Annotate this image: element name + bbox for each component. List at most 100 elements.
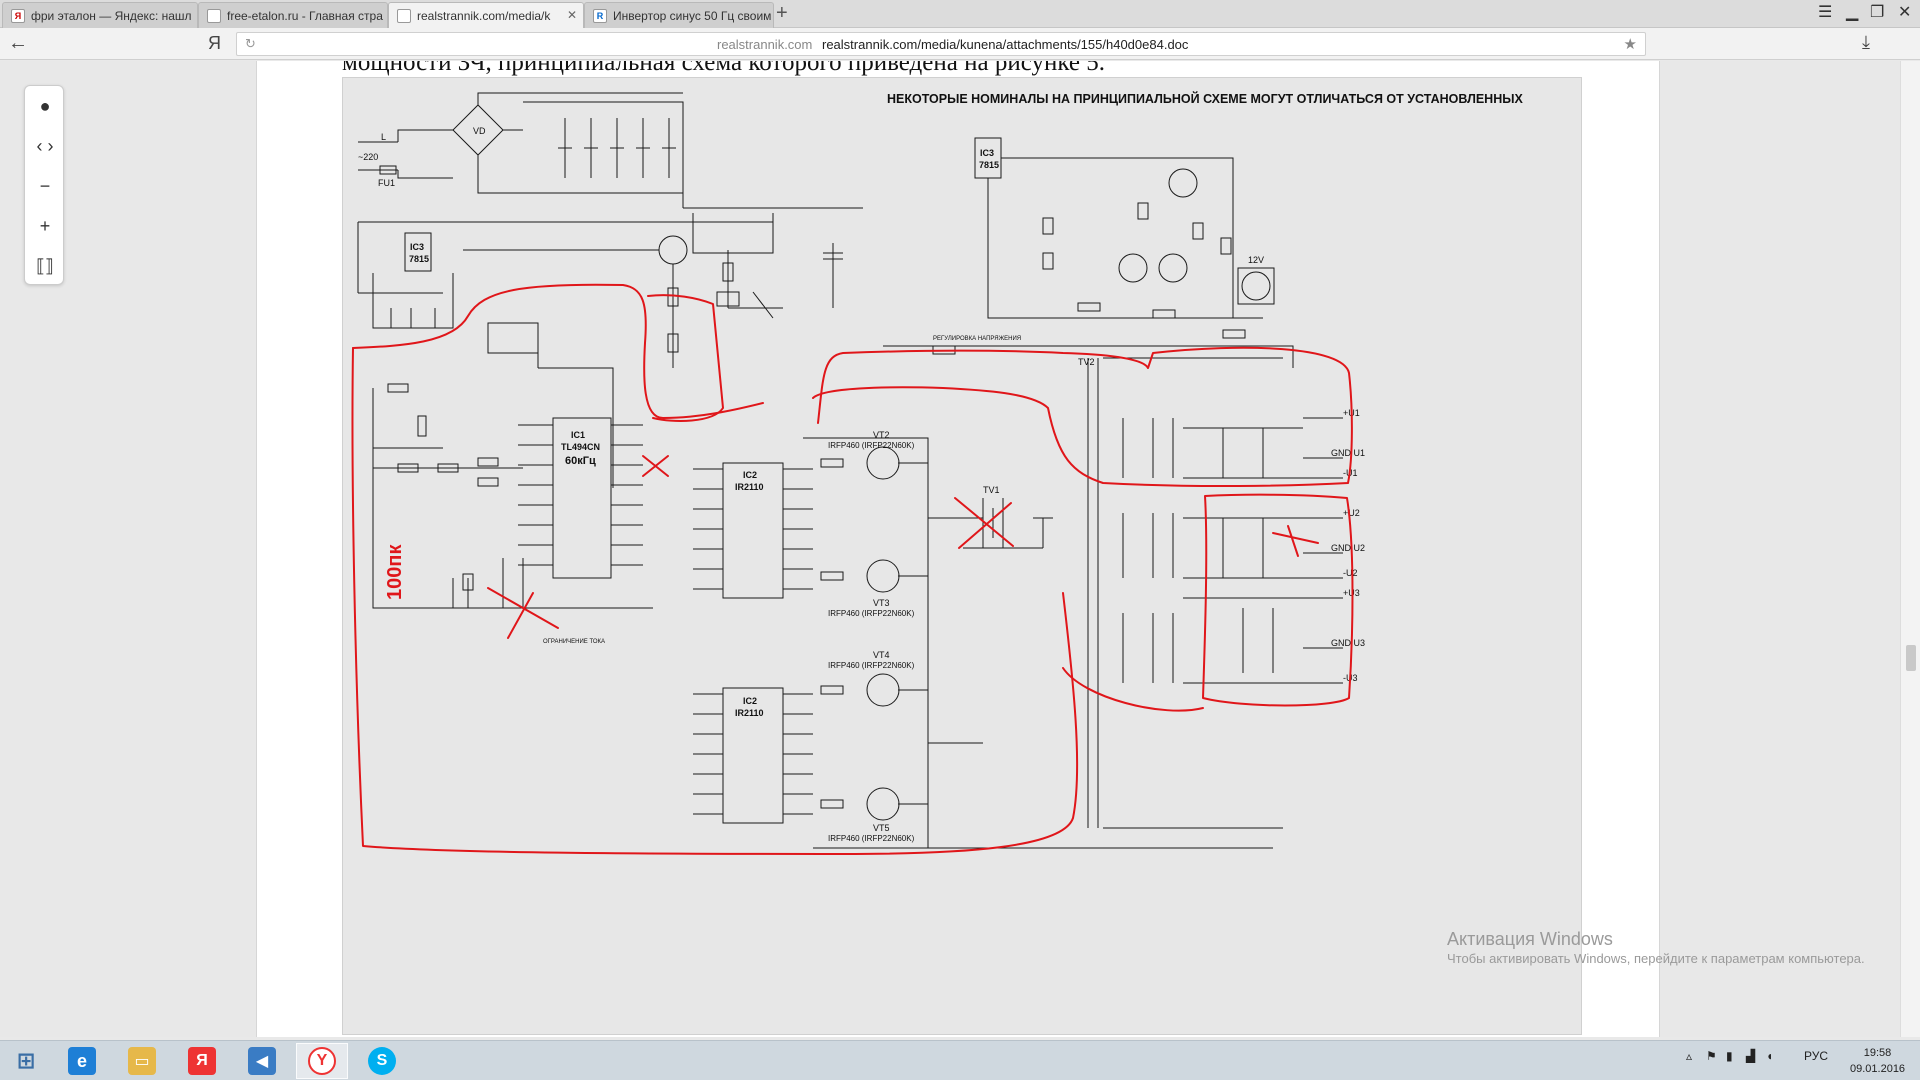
handwritten-note: 100пк — [384, 544, 406, 600]
bookmark-star-icon[interactable]: ★ — [1623, 36, 1637, 53]
nav-arrows-icon[interactable]: ‹ › — [36, 136, 54, 156]
clock-time: 19:58 — [1863, 1047, 1892, 1059]
document-heading: мощности ЗЧ, принципиальная схема которо… — [342, 61, 1105, 76]
taskbar-ie[interactable]: e — [56, 1043, 108, 1079]
zoom-out-icon[interactable]: − — [39, 176, 51, 196]
back-arrow-icon[interactable]: ← — [8, 32, 28, 54]
tab-label: realstrannik.com/media/k — [417, 8, 551, 23]
label-vt2-part: IRFP460 (IRFP22N60K) — [828, 441, 915, 450]
maximize-icon[interactable]: ❐ — [1870, 4, 1885, 21]
tab-bar: Я фри эталон — Яндекс: нашл free-etalon.… — [0, 0, 1920, 28]
label-out2-plus: +U2 — [1343, 508, 1360, 518]
volume-icon[interactable]: ◖ — [1766, 1049, 1774, 1063]
label-bridge: VD — [473, 126, 486, 136]
label-vt5: VT5 — [873, 823, 890, 833]
network-icon[interactable]: ▟ — [1746, 1049, 1756, 1063]
download-icon[interactable]: ⤓ — [1862, 32, 1870, 52]
skype-icon: S — [368, 1047, 396, 1075]
url-text[interactable]: realstrannik.com/media/kunena/attachment… — [822, 37, 1189, 52]
clock-date: 09.01.2016 — [1850, 1063, 1906, 1075]
label-vt4-part: IRFP460 (IRFP22N60K) — [828, 661, 915, 670]
minimize-icon[interactable]: ▁ — [1846, 4, 1859, 21]
page-favicon-icon — [397, 8, 411, 23]
yandex-icon: Я — [188, 1047, 216, 1075]
language-indicator[interactable]: РУС — [1804, 1049, 1829, 1063]
label-ic1: IC1 — [571, 430, 585, 440]
tray-arrow-icon[interactable]: ▵ — [1686, 1049, 1693, 1063]
viewer-toolbar: ● ‹ › − + ⟦⟧ — [24, 85, 64, 285]
label-ic3-right: IC3 — [980, 148, 994, 158]
label-vt3: VT3 — [873, 598, 890, 608]
tab-label: free-etalon.ru - Главная стра — [227, 8, 383, 23]
label-ic2-bot: IC2 — [743, 696, 757, 706]
label-tv1: TV1 — [983, 485, 1000, 495]
reload-icon[interactable]: ↻ — [245, 36, 256, 51]
circuit-schematic: НЕКОТОРЫЕ НОМИНАЛЫ НА ПРИНЦИПИАЛЬНОЙ СХЕ… — [342, 77, 1582, 1035]
label-ic1-freq: 60кГц — [565, 455, 596, 467]
address-bar: ← Я ↻ realstrannik.com realstrannik.com/… — [0, 28, 1920, 60]
yandex-logo-icon[interactable]: Я — [208, 33, 221, 53]
label-ic3-left: IC3 — [410, 242, 424, 252]
label-ic1-part: TL494CN — [561, 442, 600, 452]
label-ic2-top: IC2 — [743, 470, 757, 480]
tray-flag-icon[interactable]: ⚑ — [1706, 1049, 1717, 1063]
label-ic2-bot-part: IR2110 — [735, 708, 764, 718]
label-fan: 12V — [1248, 255, 1264, 265]
taskbar-yandex[interactable]: Я — [176, 1043, 228, 1079]
label-ic3-right-part: 7815 — [979, 160, 999, 170]
site-favicon-icon: R — [593, 8, 607, 23]
new-tab-icon[interactable]: + — [776, 2, 788, 24]
tab-free-etalon[interactable]: free-etalon.ru - Главная стра — [198, 2, 388, 28]
fit-icon[interactable]: ⟦⟧ — [36, 256, 54, 276]
battery-icon[interactable]: ▮ — [1726, 1049, 1733, 1063]
label-fuse: FU1 — [378, 178, 395, 188]
windows-activation-watermark: Активация Windows Чтобы активировать Win… — [1447, 929, 1867, 968]
watermark-title: Активация Windows — [1447, 929, 1613, 949]
label-vt5-part: IRFP460 (IRFP22N60K) — [828, 834, 915, 843]
start-button[interactable]: ⊞ — [0, 1043, 52, 1079]
vertical-scrollbar[interactable] — [1900, 61, 1920, 1037]
schematic-drawing: ~220 FU1 L VD IC3 7815 IC3 7815 IC1 TL49… — [351, 92, 1365, 855]
label-out3-plus: +U3 — [1343, 588, 1360, 598]
taskbar-explorer[interactable]: ▭ — [116, 1043, 168, 1079]
dot-icon[interactable]: ● — [39, 96, 51, 116]
label-current-limit: ОГРАНИЧЕНИЕ ТОКА — [543, 639, 605, 645]
document-page: мощности ЗЧ, принципиальная схема которо… — [256, 61, 1660, 1037]
taskbar: ⊞ e ▭ Я ◀ Y S ▵ ⚑ ▮ ▟ ◖ РУС 19:58 09.01.… — [0, 1040, 1920, 1080]
page-favicon-icon — [207, 8, 221, 23]
taskbar-yandex-browser[interactable]: Y — [296, 1043, 348, 1079]
label-ic2-top-part: IR2110 — [735, 482, 764, 492]
yandex-browser-icon: Y — [308, 1047, 336, 1075]
tab-label: Инвертор синус 50 Гц своим — [613, 8, 772, 23]
label-vt4: VT4 — [873, 650, 890, 660]
tab-realstrannik-doc[interactable]: realstrannik.com/media/k ✕ — [388, 2, 584, 28]
label-voltage-reg: РЕГУЛИРОВКА НАПРЯЖЕНИЯ — [933, 336, 1021, 342]
label-vt2: VT2 — [873, 430, 890, 440]
internet-explorer-icon: e — [68, 1047, 96, 1075]
speaker-icon: ◀ — [248, 1047, 276, 1075]
schematic-note: НЕКОТОРЫЕ НОМИНАЛЫ НА ПРИНЦИПИАЛЬНОЙ СХЕ… — [887, 92, 1523, 106]
watermark-subtitle: Чтобы активировать Windows, перейдите к … — [1447, 951, 1865, 966]
url-field[interactable]: ↻ realstrannik.com realstrannik.com/medi… — [236, 32, 1646, 56]
taskbar-media[interactable]: ◀ — [236, 1043, 288, 1079]
yandex-favicon-icon: Я — [11, 8, 25, 23]
folder-icon: ▭ — [128, 1047, 156, 1075]
label-vt3-part: IRFP460 (IRFP22N60K) — [828, 609, 915, 618]
close-tab-icon[interactable]: ✕ — [566, 8, 577, 22]
label-out2-minus: -U2 — [1343, 568, 1358, 578]
label-mains: ~220 — [358, 152, 378, 162]
menu-icon[interactable]: ☰ — [1818, 4, 1833, 21]
taskbar-skype[interactable]: S — [356, 1043, 408, 1079]
zoom-in-icon[interactable]: + — [39, 216, 51, 236]
tab-yandex-search[interactable]: Я фри эталон — Яндекс: нашл — [2, 2, 198, 28]
scrollbar-thumb[interactable] — [1906, 645, 1916, 671]
label-inductor: L — [381, 132, 386, 142]
url-host: realstrannik.com — [717, 37, 813, 52]
label-out3-gnd: GND U3 — [1331, 638, 1365, 648]
label-out2-gnd: GND U2 — [1331, 543, 1365, 553]
clock[interactable]: 19:58 09.01.2016 — [1850, 1045, 1905, 1077]
close-window-icon[interactable]: ✕ — [1898, 4, 1912, 21]
tab-inverter[interactable]: R Инвертор синус 50 Гц своим — [584, 2, 774, 28]
label-tv2: TV2 — [1078, 357, 1095, 367]
label-out1-gnd: GND U1 — [1331, 448, 1365, 458]
